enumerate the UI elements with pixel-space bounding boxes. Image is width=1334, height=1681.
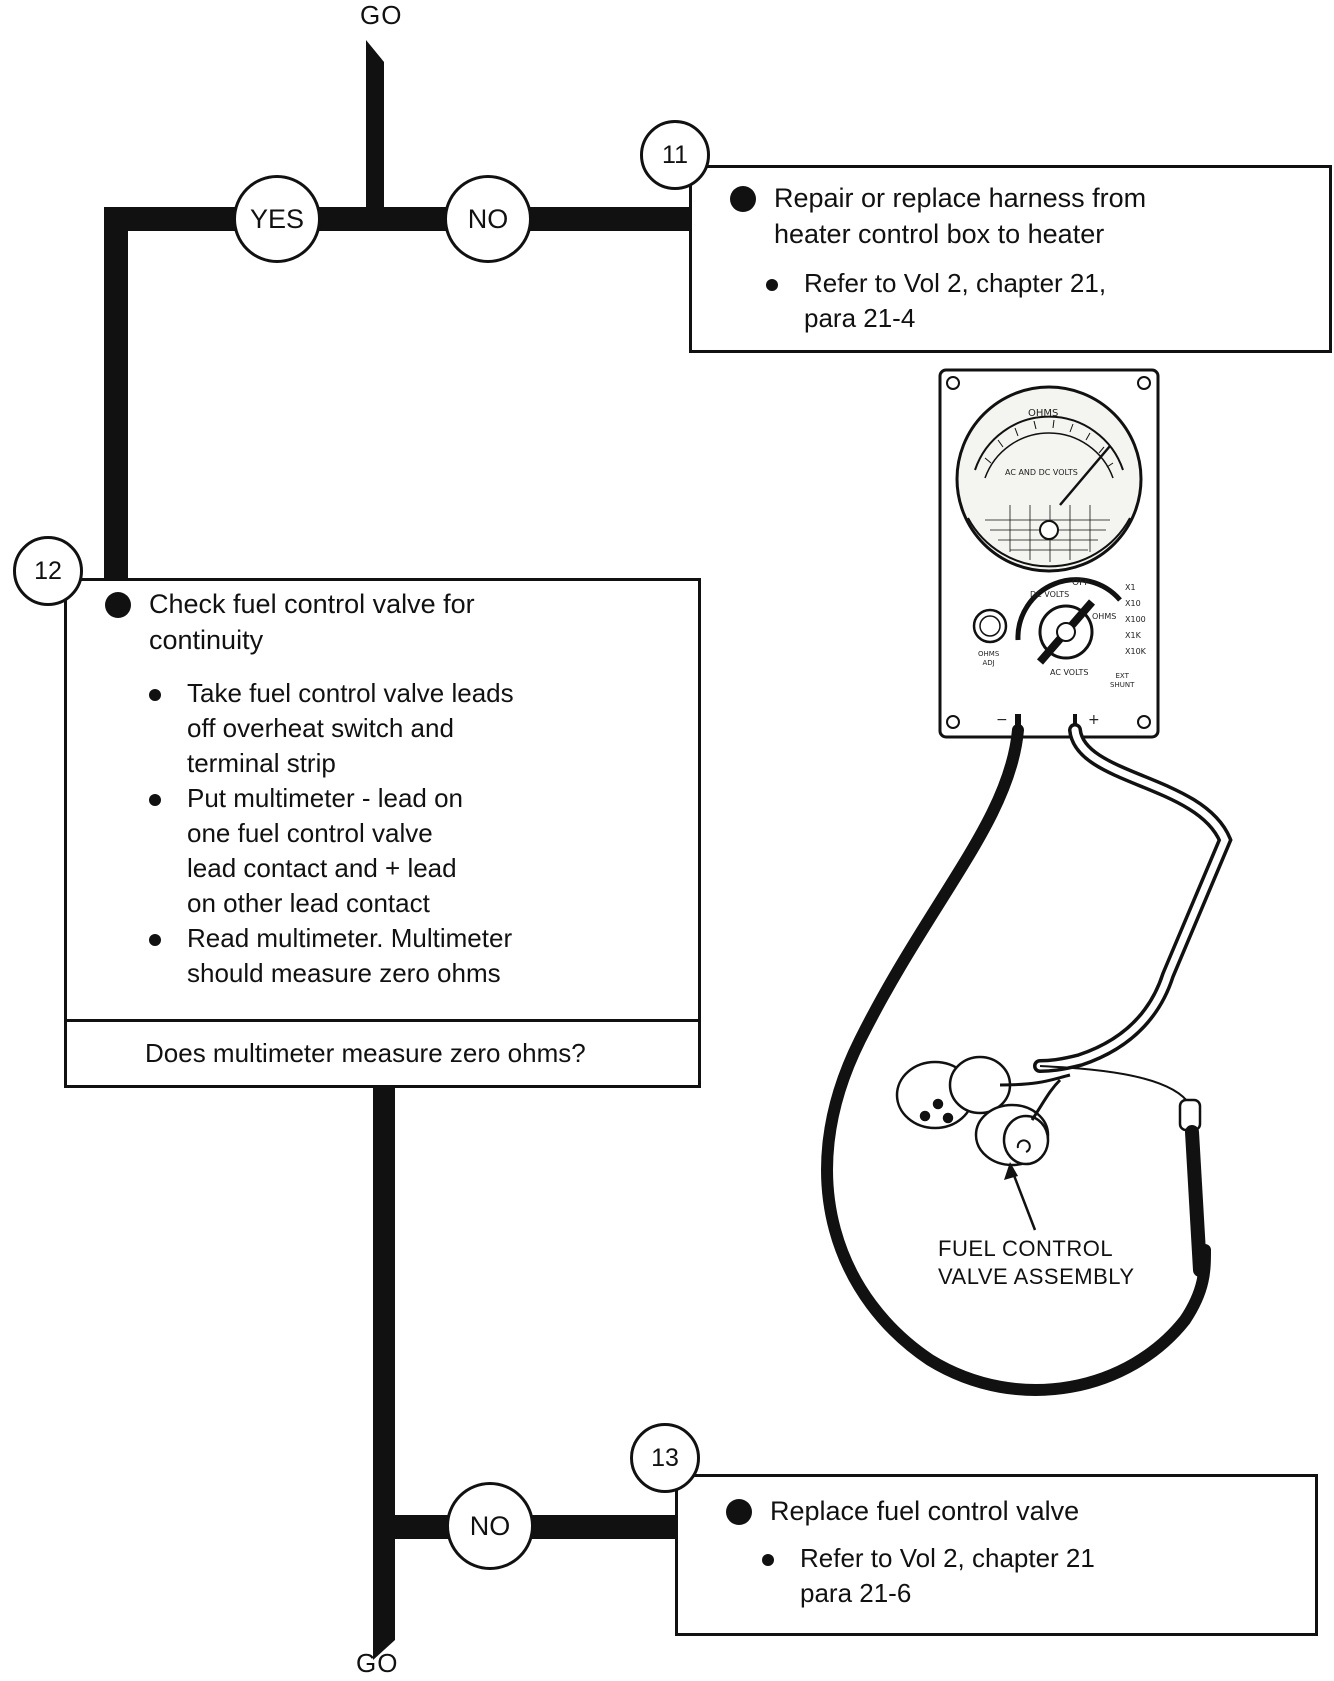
answer-yes-circle: YES [233,175,321,263]
step-12-box: Check fuel control valve for continuity … [64,578,701,1088]
step-13-text-line: Replace fuel control valve [770,1496,1080,1526]
answer-no-circle-bottom: NO [446,1482,534,1570]
step-13-ref-line: para 21-6 [800,1578,912,1608]
meter-needle [1059,445,1111,506]
meter-ohms-adj-label: OHMS ADJ [978,650,999,668]
answer-no-circle: NO [444,175,532,263]
meter-off-label: OFF [1072,578,1090,588]
meter-ac-volts-label: AC VOLTS [1050,668,1089,677]
step-12-sub-line: should measure zero ohms [187,958,501,988]
black-test-lead [821,724,1211,1396]
fuel-control-valve-drawing [895,1055,1050,1167]
go-connector-bottom: GO [356,1648,399,1678]
step-11-number: 11 [640,120,710,190]
sub-bullet-icon [766,279,778,291]
sub-bullet-icon [762,1554,774,1566]
meter-scale-label: OHMS [1028,408,1059,419]
step-12-sub-line: terminal strip [187,748,336,778]
yes-branch-line [104,207,128,582]
step-12-sub-line: Put multimeter - lead on [187,783,464,813]
meter-range-label: X100 [1125,615,1146,624]
multimeter-illustration [821,368,1233,1396]
bullet-icon [726,1499,752,1525]
step-13-number: 13 [630,1423,700,1493]
step-12-sub-line: on other lead contact [187,888,430,918]
step-12-sub-line: off overheat switch and [187,713,454,743]
step-13-box: Replace fuel control valve Refer to Vol … [675,1474,1318,1636]
meter-range-label: X10 [1125,599,1141,608]
go-connector-top: GO [360,0,403,30]
go-bottom-line [373,1082,395,1660]
valve-callout-label: FUEL CONTROL VALVE ASSEMBLY [938,1235,1135,1291]
sub-bullet-icon [149,689,161,701]
step-11-text-line: Repair or replace harness from [774,183,1147,213]
step-12-sub-line: one fuel control valve [187,818,433,848]
meter-ohms-adj-line: OHMS [978,650,1000,658]
step-12-text-line: Check fuel control valve for [149,589,475,619]
meter-ohms-adj-line: ADJ [982,659,995,667]
callout-line: FUEL CONTROL [938,1236,1114,1261]
meter-ext-shunt-label: EXT SHUNT [1110,672,1134,690]
meter-range-label: X10K [1125,647,1146,656]
step-11-main: Repair or replace harness from heater co… [730,180,1146,252]
top-branch-line [104,207,694,231]
meter-range-label: X1K [1125,631,1141,640]
meter-dc-volts-label: DC VOLTS [1030,590,1070,599]
meter-ext-shunt-line: SHUNT [1110,681,1135,689]
meter-range-list: X1 X10 X100 X1K X10K [1125,580,1146,660]
step-12-question: Does multimeter measure zero ohms? [67,1019,698,1085]
go-top-line [366,40,384,222]
meter-dial [955,385,1143,573]
meter-minus-jack-label: − [996,712,1008,728]
step-13-ref-line: Refer to Vol 2, chapter 21 [800,1543,1095,1573]
step-12-text-line: continuity [149,625,264,655]
step-12-number: 12 [13,536,83,606]
meter-ext-shunt-line: EXT [1115,672,1129,680]
step-12-sub-line: Read multimeter. Multimeter [187,923,513,953]
meter-range-label: X1 [1125,583,1136,592]
step-12-sub-3: Read multimeter. Multimeter should measu… [149,921,514,991]
bullet-icon [105,592,131,618]
step-12-sub-2: Put multimeter - lead on one fuel contro… [149,781,514,921]
sub-bullet-icon [149,934,161,946]
step-13-main: Replace fuel control valve [726,1493,1095,1529]
step-11-ref-line: para 21-4 [804,303,916,333]
step-13-sub: Refer to Vol 2, chapter 21 para 21-6 [762,1541,1095,1611]
callout-line: VALVE ASSEMBLY [938,1264,1135,1289]
meter-ohms-label: OHMS [1092,612,1117,621]
meter-plus-jack-label: + [1088,712,1100,728]
step-12-main: Check fuel control valve for continuity [105,586,514,658]
step-11-text-line: heater control box to heater [774,219,1105,249]
step-11-ref-line: Refer to Vol 2, chapter 21, [804,268,1107,298]
ohms-adjust-knob [972,608,1008,644]
meter-volts-label: AC AND DC VOLTS [1005,468,1078,477]
step-12-sub-1: Take fuel control valve leads off overhe… [149,676,514,781]
step-12-sub-line: lead contact and + lead [187,853,457,883]
step-12-sub-line: Take fuel control valve leads [187,678,514,708]
step-11-box: Repair or replace harness from heater co… [689,165,1332,353]
step-11-sub: Refer to Vol 2, chapter 21, para 21-4 [766,266,1146,336]
sub-bullet-icon [149,794,161,806]
bullet-icon [730,186,756,212]
